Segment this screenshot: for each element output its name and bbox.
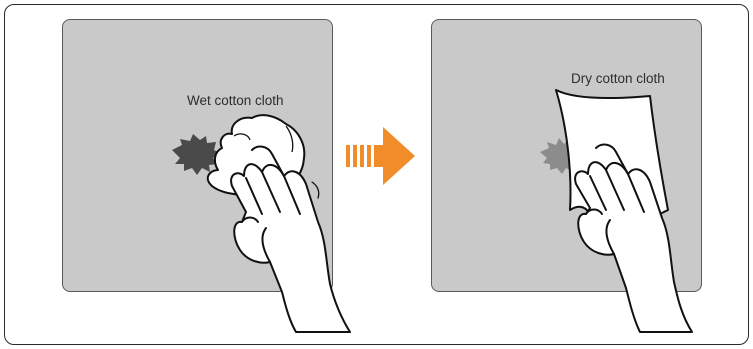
right-arrow-icon	[346, 127, 415, 185]
hand-icon-left	[231, 147, 350, 332]
stain-icon-heavy	[172, 134, 220, 175]
dry-cloth-label: Dry cotton cloth	[571, 71, 665, 86]
hand-icon-right	[575, 145, 692, 332]
wet-cloth-label: Wet cotton cloth	[187, 93, 284, 108]
